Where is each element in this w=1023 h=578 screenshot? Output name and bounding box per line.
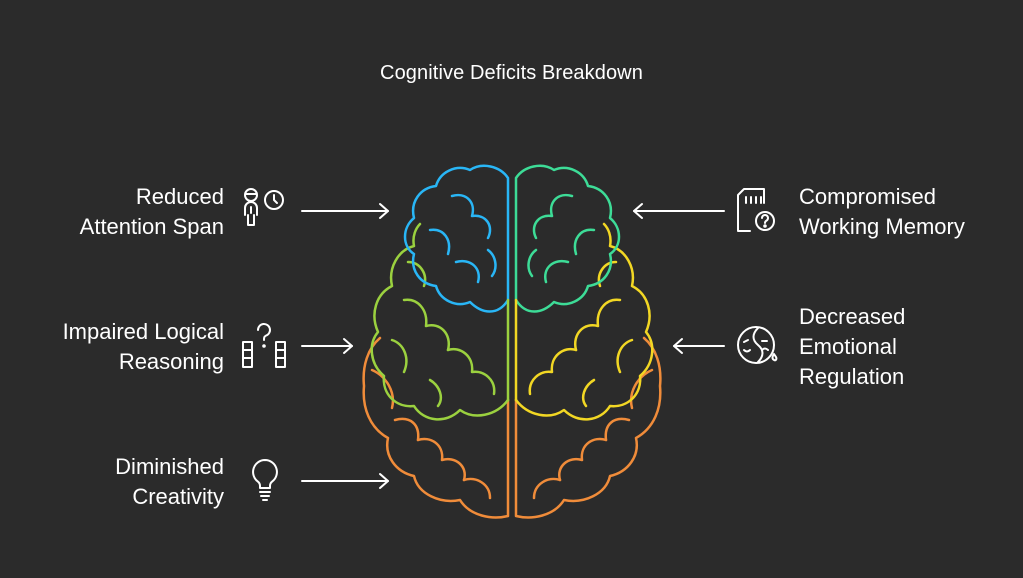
arrow-diminished-creativity: [300, 472, 392, 490]
arrow-decreased-emotional-regulation: [670, 337, 726, 355]
emotion-mask-icon: [734, 320, 784, 370]
arrow-impaired-logical-reasoning: [300, 337, 356, 355]
memory-card-question-icon: [732, 185, 782, 235]
brain-lobe-lime: [370, 222, 510, 421]
arrow-compromised-working-memory: [630, 202, 726, 220]
label-decreased-emotional-regulation: Decreased Emotional Regulation: [799, 304, 906, 389]
lightbulb-icon: [240, 455, 290, 505]
brain-illustration: [362, 164, 662, 519]
label-compromised-working-memory: Compromised Working Memory: [799, 184, 965, 239]
logic-blocks-icon: [238, 322, 288, 372]
brain-lobe-green: [514, 164, 621, 313]
person-clock-icon: [238, 185, 288, 235]
label-impaired-logical-reasoning: Impaired Logical Reasoning: [62, 319, 224, 374]
diagram-title: Cognitive Deficits Breakdown: [380, 62, 643, 84]
arrow-reduced-attention-span: [300, 202, 392, 220]
brain-lobe-orange: [362, 336, 662, 519]
label-diminished-creativity: Diminished Creativity: [115, 454, 224, 509]
label-reduced-attention-span: Reduced Attention Span: [79, 184, 224, 239]
brain-lobe-blue: [403, 164, 510, 313]
